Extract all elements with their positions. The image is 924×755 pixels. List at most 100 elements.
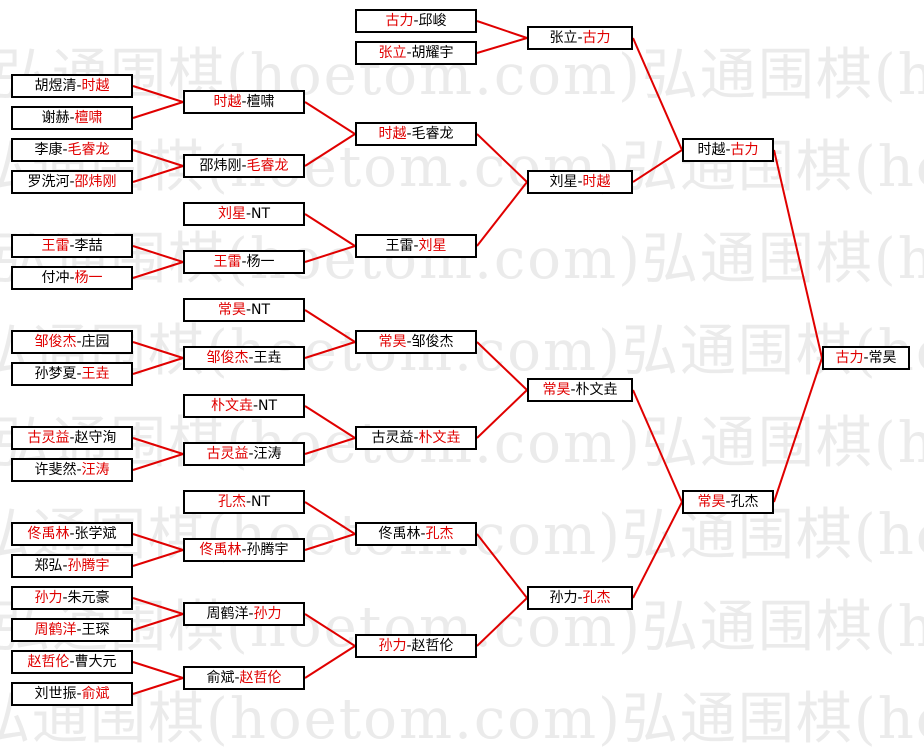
connector-r1o-r2e [132,453,184,471]
connector-r1b-r4a [476,37,528,54]
player-name: NT [258,398,278,414]
match-box-r2f: 佟禹林-孙腾宇 [183,538,305,562]
match-box-r4a: 张立-古力 [527,26,633,50]
separator: - [241,254,247,270]
player-name: NT [251,206,271,222]
winner-name: 毛睿龙 [67,142,110,158]
connector-r3c-r4c [476,341,528,391]
winner-name: 古力 [582,30,611,46]
separator: - [69,654,75,670]
player-name: 孔杰 [730,494,759,510]
match-box-r1q: 佟禹林-张学斌 [11,522,133,546]
winner-name: 常昊 [378,334,407,350]
separator: - [248,446,254,462]
separator: - [406,638,412,654]
winner-name: 朴文垚 [418,430,461,446]
player-name: 胡煜清 [34,78,77,94]
match-box-r1t: 周鹤洋-王琛 [11,618,133,642]
player-name: 檀啸 [246,94,275,110]
separator: - [406,334,412,350]
connector-r2c-r3b [304,245,356,263]
connector-r5b-r6a [773,357,823,503]
player-name: 常昊 [868,350,897,366]
match-box-r1u: 赵哲伦-曹大元 [11,650,133,674]
separator: - [570,382,576,398]
winner-name: 古力 [730,142,759,158]
match-box-r1b: 张立-胡耀宇 [355,41,477,65]
connector-r1u-r2h [132,661,184,679]
connector-r1q-r2f [132,533,184,551]
match-box-r6a: 古力-常昊 [822,346,910,370]
connector-r1h-r2c [132,245,184,263]
connector-r3d-r4c [476,389,528,439]
winner-name: 时越 [81,78,110,94]
winner-name: 赵哲伦 [27,654,70,670]
winner-name: 孙力 [34,590,63,606]
player-name: 谢赫 [41,110,70,126]
separator: - [863,350,869,366]
winner-name: 常昊 [697,494,726,510]
connector-r1j-r3c [304,309,356,343]
player-name: 时越 [697,142,726,158]
winner-name: 古灵益 [27,430,70,446]
match-box-r1a: 古力-邱峻 [355,9,477,33]
match-box-r2g: 周鹤洋-孙力 [183,602,305,626]
player-name: 孙腾宇 [246,542,289,558]
winner-name: 张立 [378,45,407,61]
connector-r1m-r3d [304,405,356,439]
player-name: 孙力 [549,590,578,606]
winner-name: 孙力 [253,606,282,622]
player-name: 罗洗河 [27,174,70,190]
connector-r4c-r5b [632,389,683,503]
player-name: 杨一 [246,254,275,270]
player-name: 古灵益 [371,430,414,446]
separator: - [577,30,583,46]
winner-name: 邹俊杰 [34,334,77,350]
match-box-r1s: 孙力-朱元豪 [11,586,133,610]
match-box-r1j: 常昊-NT [183,298,305,322]
connector-r1a-r4a [476,20,528,39]
separator: - [725,494,731,510]
connector-r1e-r2b [132,149,184,167]
player-name: 邱峻 [418,13,447,29]
match-box-r1l: 孙梦夏-王垚 [11,362,133,386]
player-name: 朱元豪 [67,590,110,606]
separator: - [248,606,254,622]
bracket-connector-lines [132,20,823,695]
winner-name: 佟禹林 [27,526,70,542]
winner-name: 孙力 [378,638,407,654]
match-box-r1o: 许斐然-汪涛 [11,458,133,482]
connector-r5a-r6a [773,149,823,359]
connector-r3f-r4d [476,597,528,647]
match-box-r1p: 孔杰-NT [183,490,305,514]
connector-r1c-r2a [132,85,184,103]
winner-name: 王雷 [41,238,70,254]
match-box-r5b: 常昊-孔杰 [682,490,774,514]
player-name: 邵炜刚 [199,158,242,174]
player-name: 朴文垚 [575,382,618,398]
player-name: 庄园 [81,334,110,350]
separator: - [241,542,247,558]
separator: - [76,462,82,478]
winner-name: 时越 [582,174,611,190]
separator: - [406,45,412,61]
connector-r2h-r3f [304,645,356,679]
separator: - [76,78,82,94]
separator: - [69,430,75,446]
connector-r3e-r4d [476,533,528,599]
match-box-r1k: 邹俊杰-庄园 [11,330,133,354]
player-name: 许斐然 [34,462,77,478]
match-box-r3f: 孙力-赵哲伦 [355,634,477,658]
player-name: 胡耀宇 [411,45,454,61]
winner-name: 时越 [378,126,407,142]
winner-name: 汪涛 [81,462,110,478]
separator: - [69,238,75,254]
match-box-r1r: 郑弘-孙腾宇 [11,554,133,578]
separator: - [252,398,259,414]
player-name: NT [251,302,271,318]
separator: - [245,302,252,318]
connector-r2d-r3c [304,341,356,359]
connector-r2f-r3e [304,533,356,551]
match-box-r1n: 古灵益-赵守洵 [11,426,133,450]
winner-name: 邵炜刚 [74,174,117,190]
